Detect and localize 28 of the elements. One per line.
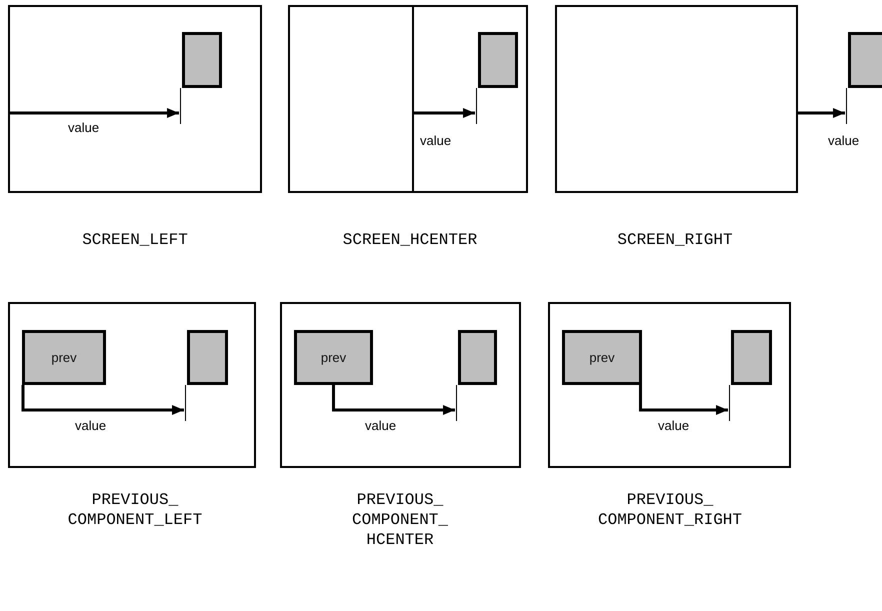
node-label: SCREEN_HCENTER (342, 230, 478, 250)
screen-frame (8, 302, 256, 468)
screen-frame (280, 302, 521, 468)
arrow (414, 108, 475, 118)
screen-frame (548, 302, 791, 468)
edge-label: value (68, 120, 100, 135)
edge-label: value (658, 418, 690, 433)
node-label: PREVIOUS_ COMPONENT_ HCENTER (350, 490, 449, 550)
arrow (22, 385, 184, 415)
screen-frame (8, 5, 262, 193)
edge-label: value (75, 418, 106, 433)
divider-line (412, 7, 414, 191)
node-label: SCREEN_LEFT (81, 230, 189, 250)
node-label: SCREEN_RIGHT (616, 230, 734, 250)
screen-frame (555, 5, 798, 193)
edge-label: value (365, 418, 396, 433)
arrow (10, 108, 179, 118)
component-box: prev (22, 330, 106, 385)
edge-label: value (420, 133, 452, 148)
component-box: prev (294, 330, 373, 385)
edge-label: value (828, 133, 860, 148)
component-box: prev (562, 330, 642, 385)
node-label: PREVIOUS_ COMPONENT_RIGHT (596, 490, 744, 530)
arrow (639, 385, 728, 415)
arrow (798, 108, 845, 118)
arrow (332, 385, 455, 415)
node-label: PREVIOUS_ COMPONENT_LEFT (66, 490, 204, 530)
screen-frame (288, 5, 528, 193)
